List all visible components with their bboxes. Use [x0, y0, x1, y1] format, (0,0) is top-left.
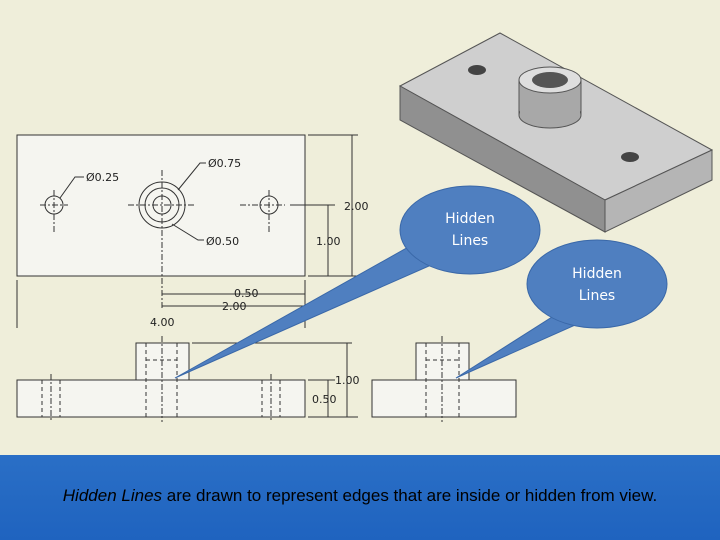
caption-text: Hidden Lines are drawn to represent edge… [0, 486, 720, 506]
dim-small-hole: Ø0.25 [86, 171, 119, 184]
side-view [371, 336, 517, 422]
callout-hidden-lines-2 [455, 239, 668, 379]
iso-boss-bore [532, 72, 568, 88]
dim-total-thickness: 1.00 [335, 374, 360, 387]
iso-hole-left [468, 65, 486, 75]
top-view [16, 134, 358, 328]
technical-drawing: Ø0.25 Ø0.75 Ø0.50 2.00 1.00 0.50 2.00 4.… [16, 32, 714, 422]
iso-side-face [604, 149, 713, 233]
callout-label-1: Hidden Lines [445, 211, 495, 249]
callout-label-2: Hidden Lines [572, 266, 622, 304]
caption-banner [0, 455, 720, 540]
isometric-part [398, 32, 714, 233]
caption-emphasis: Hidden Lines [62, 486, 163, 505]
dim-boss-inner: Ø0.50 [206, 235, 239, 248]
dim-hole-offset: 1.00 [316, 235, 341, 248]
dim-overall-width: 4.00 [150, 316, 175, 329]
dim-boss-offset: 0.50 [234, 287, 259, 300]
front-view [16, 336, 358, 422]
callout-hidden-lines-1 [174, 185, 541, 379]
dim-overall-height: 2.00 [344, 200, 369, 213]
side-base [371, 379, 517, 418]
top-view-dimension-text: Ø0.25 Ø0.75 Ø0.50 2.00 1.00 0.50 2.00 4.… [86, 157, 369, 329]
dim-hole-spacing: 2.00 [222, 300, 247, 313]
iso-hole-right [621, 152, 639, 162]
dim-plate-thickness: 0.50 [312, 393, 337, 406]
front-base [16, 379, 306, 418]
dim-boss-outer: Ø0.75 [208, 157, 241, 170]
caption-rest: are drawn to represent edges that are in… [162, 486, 658, 505]
